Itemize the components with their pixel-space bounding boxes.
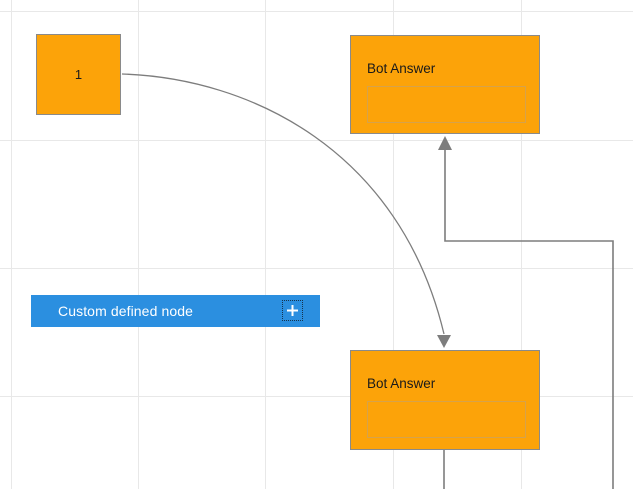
- grid-line-vertical: [138, 0, 139, 489]
- grid-line-vertical: [11, 0, 12, 489]
- custom-defined-node-bar[interactable]: Custom defined node: [31, 295, 320, 327]
- start-node[interactable]: 1: [36, 34, 121, 115]
- bot-answer-node-top[interactable]: Bot Answer: [350, 35, 540, 134]
- grid-line-horizontal: [0, 11, 633, 12]
- custom-defined-node-label: Custom defined node: [58, 303, 193, 319]
- grid-line-vertical: [265, 0, 266, 489]
- plus-icon[interactable]: [282, 300, 303, 321]
- bot-answer-node-bottom-slot[interactable]: [367, 401, 526, 438]
- grid-line-horizontal: [0, 140, 633, 141]
- grid-line-horizontal: [0, 396, 633, 397]
- start-node-label: 1: [74, 67, 83, 82]
- bot-answer-node-bottom[interactable]: Bot Answer: [350, 350, 540, 450]
- bot-answer-node-top-slot[interactable]: [367, 86, 526, 123]
- bot-answer-node-top-title: Bot Answer: [367, 61, 436, 76]
- bot-answer-node-bottom-title: Bot Answer: [367, 376, 436, 391]
- grid-line-horizontal: [0, 268, 633, 269]
